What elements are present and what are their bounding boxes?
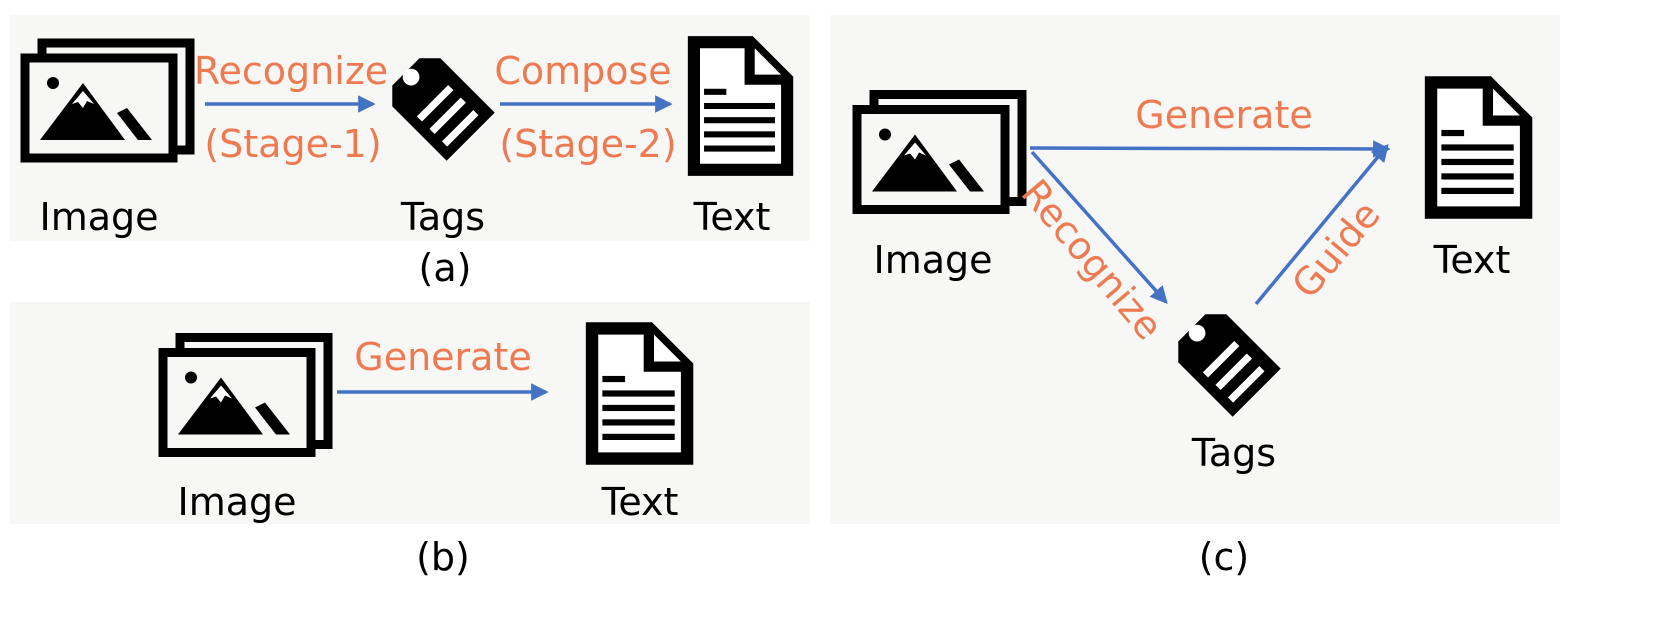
- image-icon: [25, 43, 190, 158]
- edge-label-compose: Compose: [494, 49, 671, 93]
- panel-c: Generate Recognize Guide Image Tags Text…: [830, 15, 1560, 579]
- node-label-image: Image: [39, 195, 158, 239]
- caption-c: (c): [1199, 535, 1250, 579]
- panel-b: Generate Image Text (b): [10, 302, 810, 579]
- caption-a: (a): [419, 246, 472, 290]
- node-label-tags: Tags: [400, 195, 485, 239]
- arrow-image-to-text: [1029, 140, 1391, 158]
- edge-label-stage-1: (Stage-1): [204, 122, 381, 166]
- node-label-image: Image: [177, 480, 296, 524]
- caption-b: (b): [416, 535, 470, 579]
- node-label-text: Text: [693, 195, 771, 239]
- image-icon: [857, 95, 1022, 210]
- node-label-image: Image: [873, 238, 992, 282]
- edge-label-recognize: Recognize: [194, 49, 388, 93]
- arrow-image-to-tags: [1030, 150, 1168, 304]
- arrow-tags-to-text: [1254, 143, 1389, 306]
- edge-label-stage-2: (Stage-2): [499, 122, 676, 166]
- node-label-text: Text: [1433, 238, 1511, 282]
- edge-label-generate: Generate: [1135, 93, 1312, 137]
- node-label-text: Text: [601, 480, 679, 524]
- panel-a: Recognize (Stage-1) Compose (Stage-2) Im…: [10, 15, 810, 290]
- edge-label-generate: Generate: [354, 335, 531, 379]
- node-label-tags: Tags: [1191, 431, 1276, 475]
- image-icon: [163, 338, 328, 453]
